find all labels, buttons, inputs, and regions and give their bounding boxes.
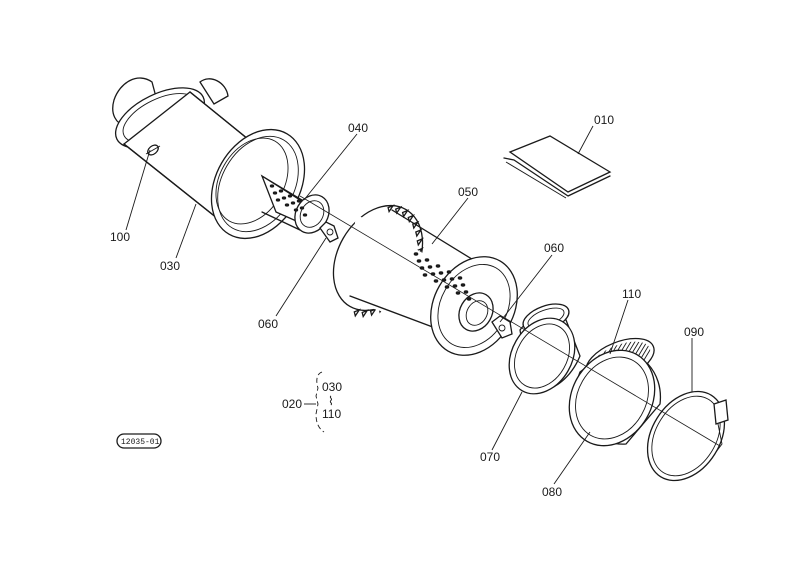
callout-110: 110 <box>622 287 641 301</box>
wing-nut-right <box>491 315 513 339</box>
tube-perforations <box>269 184 308 217</box>
leader-lines <box>125 125 693 485</box>
perforation <box>413 252 419 256</box>
perforation <box>290 201 296 205</box>
pleat <box>415 228 423 238</box>
perforation <box>446 270 452 274</box>
perforation <box>281 196 287 200</box>
pleat <box>394 205 403 215</box>
callout-070: 070 <box>480 450 500 464</box>
perforation <box>416 259 422 263</box>
pleat <box>407 214 416 224</box>
perforation <box>302 213 308 217</box>
pleat <box>401 209 410 219</box>
callout-090: 090 <box>684 325 704 339</box>
perforation <box>284 203 290 207</box>
perforation <box>463 290 469 294</box>
pleat <box>361 309 369 319</box>
perforation <box>455 291 461 295</box>
callout-100: 100 <box>110 230 130 244</box>
callout-060-right: 060 <box>544 241 564 255</box>
perforation <box>287 194 293 198</box>
perforation <box>435 264 441 268</box>
perforation <box>438 271 444 275</box>
perforation <box>460 283 466 287</box>
kit-range-separator: ⌇ <box>328 394 334 408</box>
air-cleaner-housing <box>112 77 306 240</box>
stamp-text: 12035-01 <box>121 438 160 447</box>
perforation <box>424 258 430 262</box>
callout-010: 010 <box>594 113 614 127</box>
inner-perforated-tube <box>260 174 330 234</box>
pleat <box>416 237 425 247</box>
drawing-stamp: 12035-01 <box>116 433 162 449</box>
perforation <box>466 297 472 301</box>
callout-030: 030 <box>160 259 180 273</box>
perforation <box>449 277 455 281</box>
callout-060-left: 060 <box>258 317 278 331</box>
kit-label: 020 <box>282 397 302 411</box>
callout-labels: 040 010 050 060 060 030 100 110 090 070 … <box>110 113 704 499</box>
perforation <box>275 198 281 202</box>
callout-040: 040 <box>348 121 368 135</box>
safety-element <box>508 303 581 395</box>
perforation <box>299 206 305 210</box>
manual-document <box>503 135 612 199</box>
perforation <box>444 285 450 289</box>
perforation <box>269 184 275 188</box>
perforation <box>457 276 463 280</box>
hatch-line <box>656 330 686 380</box>
kit-range-to: 110 <box>322 407 341 421</box>
perforation <box>278 189 284 193</box>
main-filter-element <box>332 204 518 356</box>
band-clamp <box>646 390 729 482</box>
perforation <box>296 199 302 203</box>
end-cover <box>568 330 686 447</box>
pleat <box>369 307 378 317</box>
perforation <box>452 284 458 288</box>
perforation <box>293 208 299 212</box>
assembly-axis <box>299 195 721 447</box>
perforation <box>433 279 439 283</box>
kit-range-from: 030 <box>322 380 342 394</box>
hatch-line <box>651 334 656 381</box>
perforation <box>422 273 428 277</box>
pleat <box>353 308 362 318</box>
callout-050: 050 <box>458 185 478 199</box>
wing-nut-left <box>319 221 339 243</box>
pleat <box>387 204 395 214</box>
perforation <box>272 191 278 195</box>
callout-080: 080 <box>542 485 562 499</box>
kit-legend: 020 030 ⌇ 110 <box>282 371 342 433</box>
perforation <box>427 265 433 269</box>
